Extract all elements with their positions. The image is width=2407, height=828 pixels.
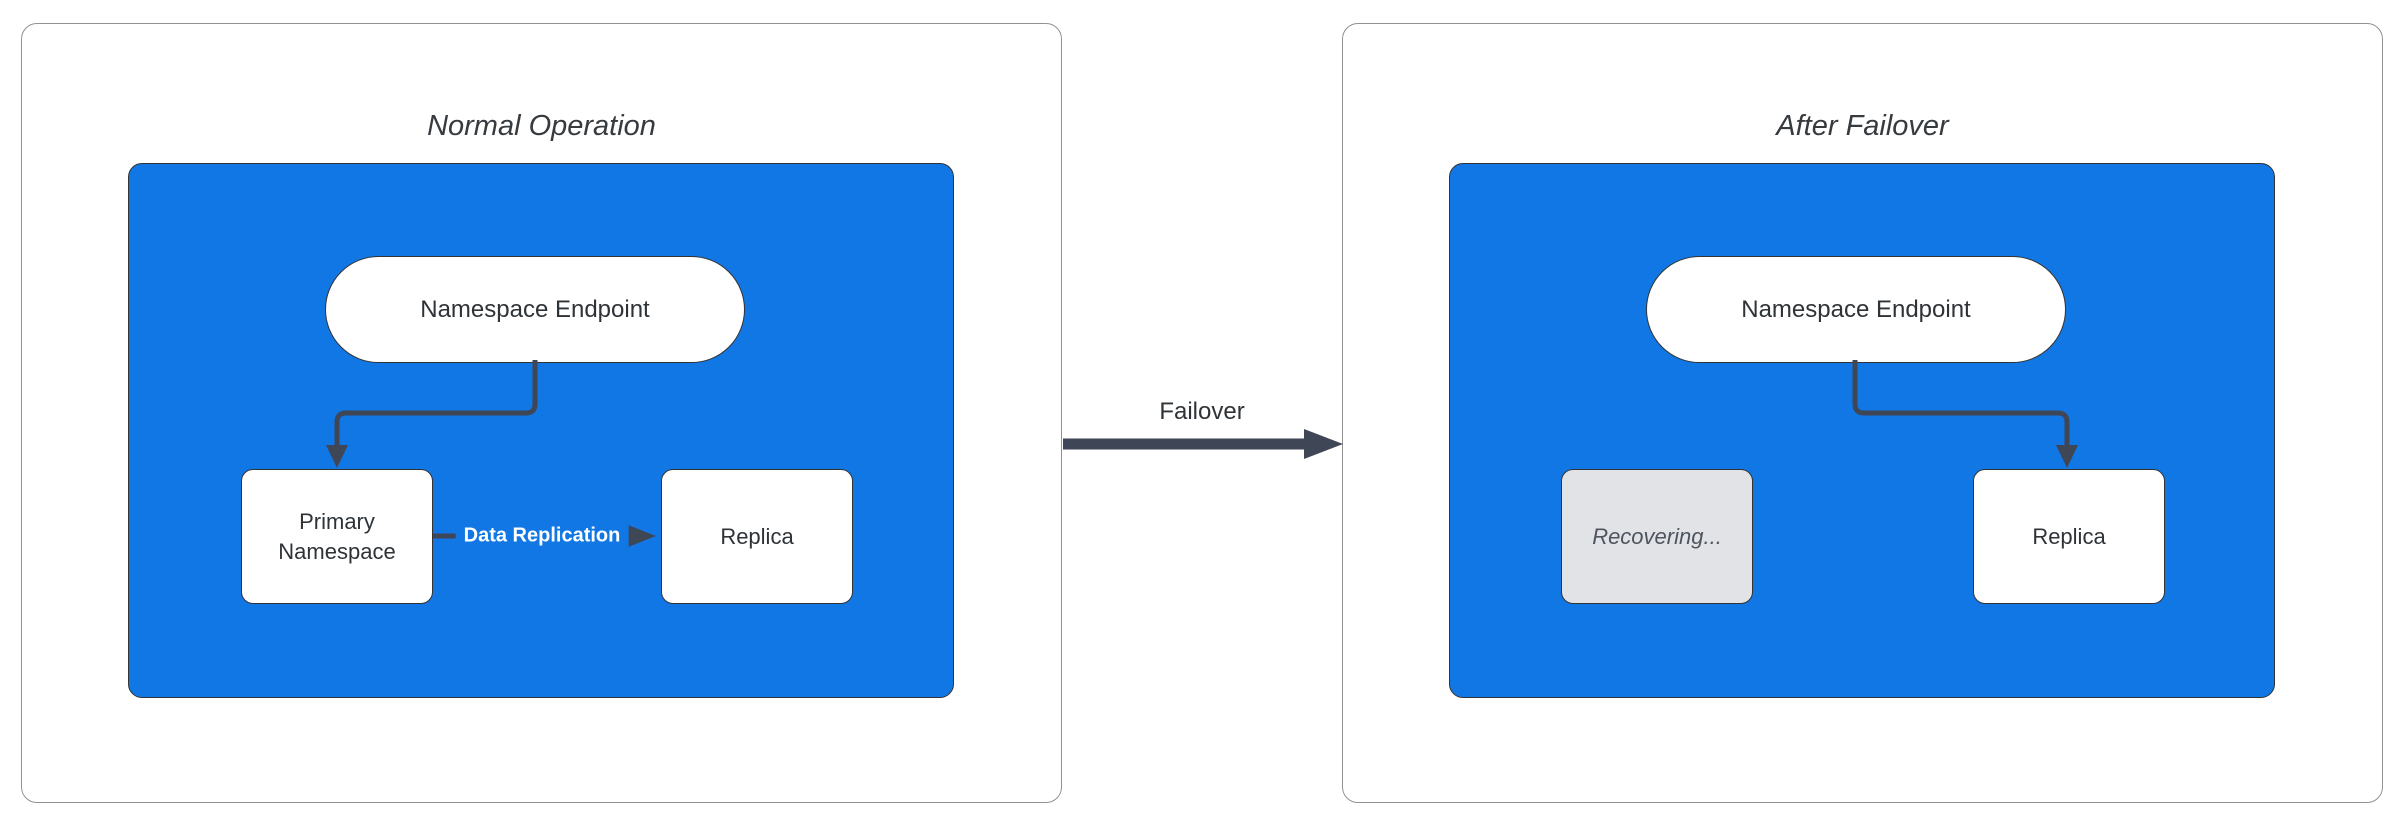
failover-arrowhead-icon (1304, 429, 1343, 459)
normal-operation-title: Normal Operation (427, 110, 656, 142)
data-replication-edge-label: Data Replication (455, 521, 629, 551)
primary-namespace-label: Primary Namespace (278, 508, 396, 564)
replica-node-left: Replica (661, 469, 853, 604)
after-failover-container: Namespace Endpoint Recovering... Replica (1449, 163, 2275, 698)
failover-edge-label: Failover (1159, 398, 1245, 425)
normal-operation-panel: Normal Operation Namespace Endpoint Prim… (21, 23, 1062, 803)
recovering-label: Recovering... (1592, 523, 1722, 549)
namespace-endpoint-node-right: Namespace Endpoint (1646, 256, 2066, 363)
namespace-endpoint-node-left: Namespace Endpoint (325, 256, 745, 363)
after-failover-panel: After Failover Namespace Endpoint Recove… (1342, 23, 2383, 803)
primary-namespace-node: Primary Namespace (241, 469, 433, 604)
replica-label-right: Replica (2032, 523, 2106, 549)
namespace-endpoint-label-right: Namespace Endpoint (1741, 295, 1971, 323)
normal-operation-container: Namespace Endpoint Primary Namespace Rep… (128, 163, 954, 698)
after-failover-title: After Failover (1776, 110, 1949, 142)
replica-node-right: Replica (1973, 469, 2165, 604)
recovering-node: Recovering... (1561, 469, 1753, 604)
namespace-endpoint-label-left: Namespace Endpoint (420, 295, 650, 323)
replica-label-left: Replica (720, 523, 794, 549)
